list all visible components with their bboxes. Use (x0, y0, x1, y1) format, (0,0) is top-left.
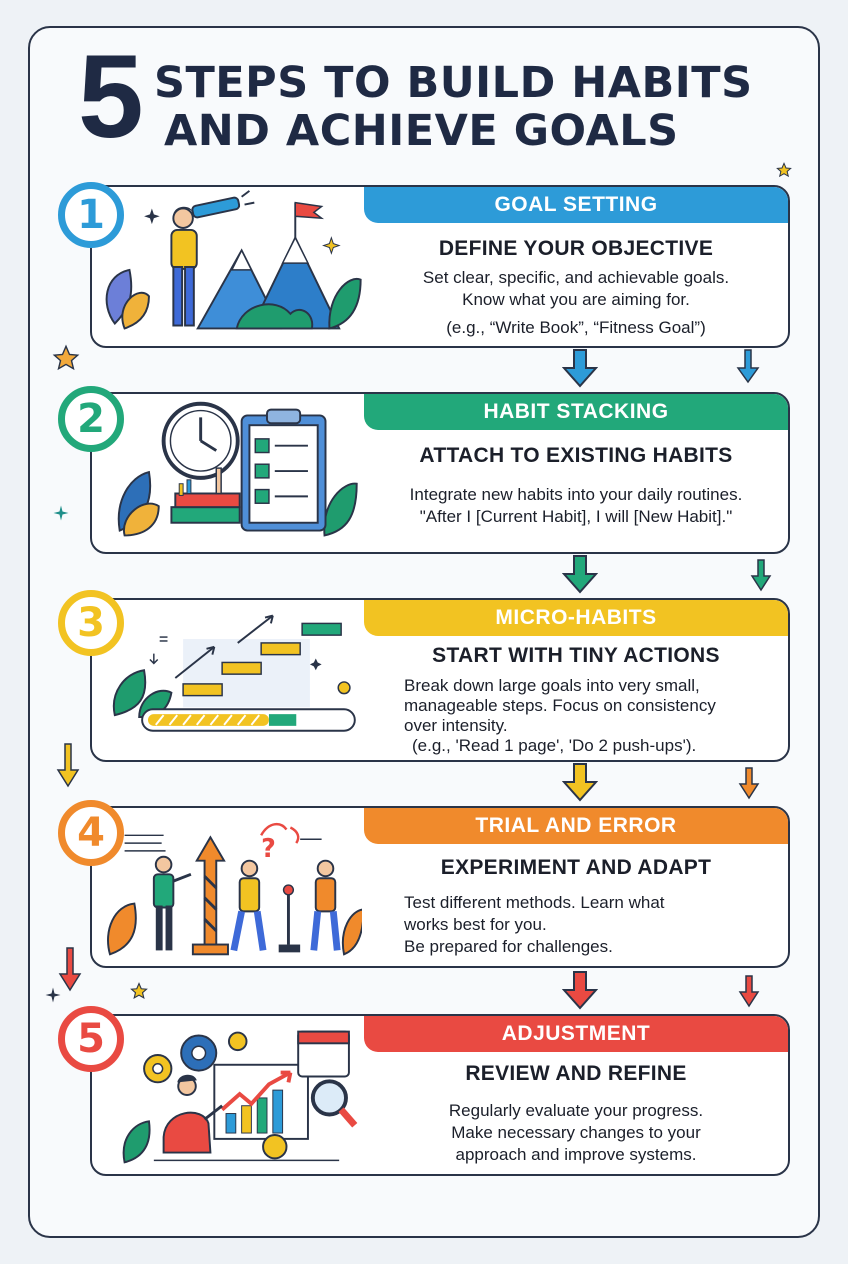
people-experiment-icon: ? (107, 823, 362, 956)
step-description: Test different methods. Learn what works… (364, 892, 788, 958)
down-arrow-icon (56, 743, 80, 788)
down-arrow-icon (750, 559, 772, 592)
desc-line: (e.g., “Write Book”, “Fitness Goal”) (446, 318, 706, 337)
star-icon (130, 982, 148, 1000)
svg-text:?: ? (261, 833, 276, 863)
step-number-2: 2 (58, 386, 124, 452)
star-icon (52, 344, 80, 371)
step-number-1: 1 (58, 182, 124, 248)
title-number: 5 (78, 31, 144, 163)
step-banner: GOAL SETTING (364, 187, 788, 223)
desc-line: "After I [Current Habit], I will [New Ha… (419, 507, 733, 526)
step-heading: REVIEW AND REFINE (465, 1062, 687, 1085)
sparkle-icon (45, 987, 61, 1003)
down-arrow-icon (562, 555, 598, 594)
step-description: Set clear, specific, and achievable goal… (364, 267, 788, 339)
gears-chart-magnifier-icon (122, 1030, 358, 1164)
step-banner: HABIT STACKING (364, 394, 788, 430)
step-description: Break down large goals into very small, … (364, 676, 788, 756)
desc-line: over intensity. (404, 716, 508, 735)
step-card-2: HABIT STACKING ATTACH TO EXISTING HABITS… (90, 392, 790, 554)
desc-line: Regularly evaluate your progress. (448, 1101, 704, 1120)
desc-line: Know what you are aiming for. (462, 290, 690, 309)
down-arrow-icon (736, 349, 760, 384)
step-card-3: MICRO-HABITS START WITH TINY ACTIONS Bre… (90, 598, 790, 762)
step-banner: MICRO-HABITS (364, 600, 788, 636)
step-card-1: GOAL SETTING DEFINE YOUR OBJECTIVE Set c… (90, 185, 790, 348)
down-arrow-icon (738, 767, 760, 800)
desc-line: works best for you. (404, 915, 547, 934)
desc-line: Break down large goals into very small, (404, 676, 700, 695)
clock-checklist-icon (117, 401, 358, 537)
down-arrow-icon (58, 947, 82, 992)
down-arrow-icon (738, 975, 760, 1008)
step-heading: START WITH TINY ACTIONS (432, 644, 720, 667)
down-arrow-icon (562, 349, 598, 388)
step-heading: EXPERIMENT AND ADAPT (440, 856, 712, 879)
step-description: Integrate new habits into your daily rou… (364, 484, 788, 528)
step-banner: TRIAL AND ERROR (364, 808, 788, 844)
step-heading: ATTACH TO EXISTING HABITS (419, 444, 733, 467)
down-arrow-icon (562, 971, 598, 1010)
desc-line: Integrate new habits into your daily rou… (409, 485, 743, 504)
step-number-3: 3 (58, 590, 124, 656)
desc-line: manageable steps. Focus on consistency (404, 696, 716, 715)
steps-progress-icon (112, 614, 356, 732)
sparkle-icon (53, 505, 69, 521)
desc-line: (e.g., 'Read 1 page', 'Do 2 push-ups'). (412, 736, 697, 755)
desc-line: Be prepared for challenges. (404, 937, 613, 956)
desc-line: approach and improve systems. (455, 1145, 697, 1164)
desc-line: Set clear, specific, and achievable goal… (422, 268, 730, 287)
page-title: 5 STEPS TO BUILD HABITS AND ACHIEVE GOAL… (78, 38, 778, 162)
desc-line: Make necessary changes to your (451, 1123, 701, 1142)
desc-line: Test different methods. Learn what (404, 893, 665, 912)
step-description: Regularly evaluate your progress. Make n… (364, 1100, 788, 1166)
title-line-2: AND ACHIEVE GOALS (164, 106, 679, 156)
step-number-5: 5 (58, 1006, 124, 1072)
star-icon (776, 162, 792, 178)
down-arrow-icon (562, 763, 598, 802)
title-line-1: STEPS TO BUILD HABITS (154, 58, 753, 108)
step-card-4: TRIAL AND ERROR EXPERIMENT AND ADAPT Tes… (90, 806, 790, 968)
telescope-mountain-icon (105, 190, 362, 330)
step-heading: DEFINE YOUR OBJECTIVE (438, 237, 714, 260)
step-number-4: 4 (58, 800, 124, 866)
step-card-5: ADJUSTMENT REVIEW AND REFINE Regularly e… (90, 1014, 790, 1176)
step-banner: ADJUSTMENT (364, 1016, 788, 1052)
